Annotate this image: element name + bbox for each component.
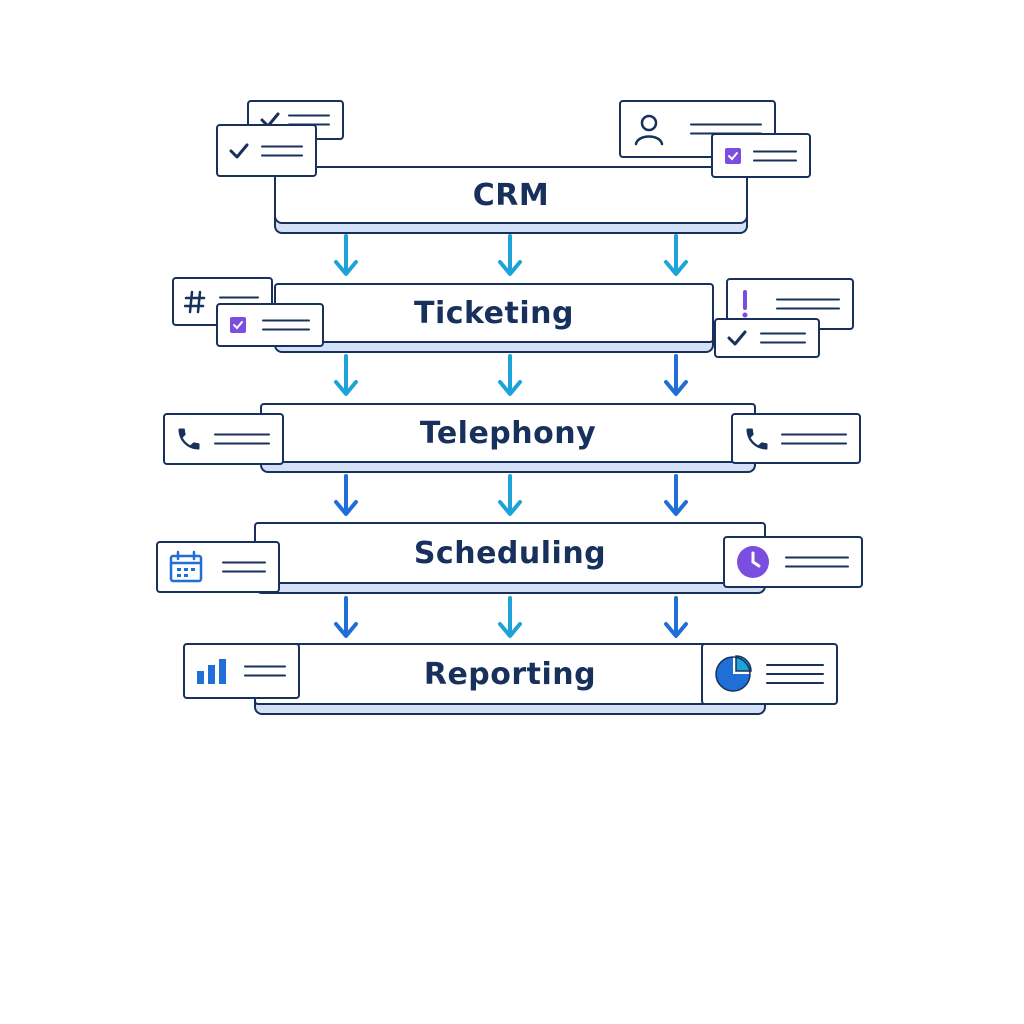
text-lines: [753, 143, 797, 168]
layer-label-scheduling: Scheduling: [413, 535, 607, 571]
text-lines: [262, 313, 310, 338]
layer-bar: [274, 166, 748, 224]
text-lines: [244, 659, 286, 684]
phone-icon: [178, 428, 200, 450]
task-card: [216, 303, 324, 347]
check-icon: [725, 147, 741, 164]
checklist-card: [714, 318, 820, 358]
layer-label-ticketing: Ticketing: [414, 295, 574, 331]
down-arrow-icon: [498, 474, 522, 516]
call-card: [163, 413, 284, 465]
down-arrow-icon: [334, 354, 358, 396]
bar-chart-icon: [197, 659, 226, 684]
text-lines: [222, 555, 266, 580]
down-arrow-icon: [664, 354, 688, 396]
check-icon: [727, 330, 747, 346]
clock-icon: [737, 546, 769, 578]
pie-chart-icon: [715, 655, 752, 692]
text-lines: [785, 550, 849, 575]
analytics-card: [701, 643, 838, 705]
appointment-card: [723, 536, 863, 588]
check-icon: [230, 317, 246, 333]
text-lines: [781, 426, 847, 451]
check-icon: [229, 143, 249, 158]
calendar-icon: [169, 550, 203, 583]
text-lines: [760, 326, 806, 351]
down-arrow-icon: [498, 234, 522, 276]
layer-telephony: Telephony: [260, 403, 756, 473]
text-lines: [261, 138, 303, 163]
hash-icon: [184, 290, 206, 313]
down-arrow-icon: [664, 596, 688, 638]
call-card: [731, 413, 861, 464]
user-icon: [634, 114, 664, 146]
phone-icon: [746, 428, 768, 449]
down-arrow-icon: [498, 596, 522, 638]
down-arrow-icon: [664, 234, 688, 276]
layer-bar: [274, 283, 714, 343]
down-arrow-icon: [334, 234, 358, 276]
layer-bar: [254, 522, 766, 584]
layer-reporting: Reporting: [254, 643, 766, 715]
layer-ticketing: Ticketing: [274, 283, 714, 353]
text-lines: [214, 427, 270, 452]
layer-crm: CRM: [274, 166, 748, 234]
layer-label-reporting: Reporting: [423, 656, 597, 692]
text-lines: [766, 657, 824, 691]
down-arrow-icon: [334, 474, 358, 516]
text-lines: [776, 292, 840, 317]
calendar-card: [156, 541, 280, 593]
task-card: [711, 133, 811, 178]
checklist-card: [216, 124, 317, 177]
layer-label-crm: CRM: [472, 177, 550, 213]
down-arrow-icon: [498, 354, 522, 396]
down-arrow-icon: [664, 474, 688, 516]
exclamation-icon: [742, 290, 748, 318]
layer-bar: [254, 643, 766, 705]
layer-label-telephony: Telephony: [419, 415, 597, 451]
metrics-card: [183, 643, 300, 699]
down-arrow-icon: [334, 596, 358, 638]
layer-scheduling: Scheduling: [254, 522, 766, 594]
layer-bar: [260, 403, 756, 463]
